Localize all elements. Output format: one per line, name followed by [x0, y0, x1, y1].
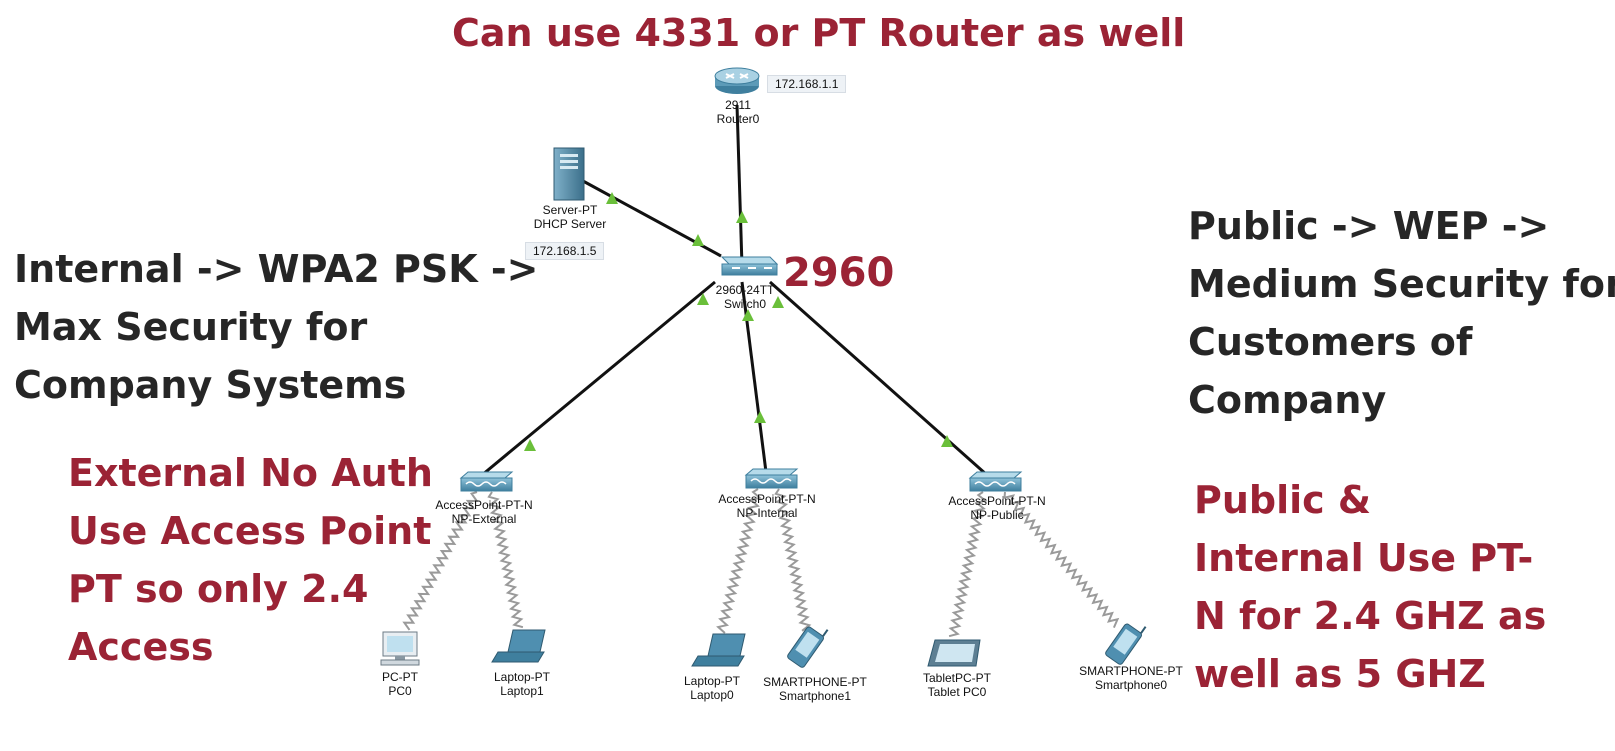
- link-up-triangle: [772, 296, 784, 308]
- note-pt-n-line-1: Public &: [1194, 478, 1372, 522]
- laptop-icon[interactable]: [691, 633, 746, 667]
- switch-label: 2960-24TT Switch0: [716, 283, 775, 311]
- smartphone-icon[interactable]: [1104, 616, 1147, 665]
- laptop1-model: Laptop-PT: [493, 670, 551, 684]
- laptop0-label: Laptop-PT Laptop0: [684, 674, 740, 702]
- smartphone-icon[interactable]: [786, 619, 829, 668]
- smartphone0-name: Smartphone0: [1094, 678, 1168, 692]
- link-up-triangle: [524, 439, 536, 451]
- tabletpc0-label: TabletPC-PT Tablet PC0: [923, 671, 991, 699]
- laptop0-model: Laptop-PT: [683, 674, 741, 688]
- router-ip-label: 172.168.1.1: [767, 75, 847, 93]
- pc0-model: PC-PT: [382, 670, 418, 684]
- laptop-icon[interactable]: [491, 629, 546, 663]
- smartphone1-label: SMARTPHONE-PT Smartphone1: [763, 675, 867, 703]
- tabletpc0-model: TabletPC-PT: [922, 671, 992, 685]
- pc-icon[interactable]: [380, 631, 420, 666]
- switch-model: 2960-24TT: [715, 283, 775, 297]
- ap-external-name: NP-External: [451, 512, 517, 526]
- router-icon[interactable]: [714, 67, 760, 94]
- link-up-triangle: [697, 293, 709, 305]
- laptop1-label: Laptop-PT Laptop1: [494, 670, 550, 698]
- diagram-title: Can use 4331 or PT Router as well: [452, 11, 1186, 55]
- server-name: DHCP Server: [533, 217, 607, 231]
- wireless-link-laptop0: [716, 488, 762, 634]
- note-internal-line-3: Company Systems: [14, 363, 407, 407]
- note-internal-line-1: Internal -> WPA2 PSK ->: [14, 247, 539, 291]
- wireless-link-pc0: [402, 491, 479, 631]
- ap-internal-name: NP-Internal: [736, 506, 798, 520]
- server-ip-label: 172.168.1.5: [525, 242, 605, 260]
- wireless-link-smartphone1: [774, 488, 812, 632]
- note-external-line-3: PT so only 2.4: [68, 567, 369, 611]
- laptop0-name: Laptop0: [690, 688, 734, 702]
- ap-external-model: AccessPoint-PT-N: [435, 498, 533, 512]
- note-pt-n-line-2: Internal Use PT-: [1194, 536, 1534, 580]
- note-external-line-2: Use Access Point: [68, 509, 432, 553]
- note-external-line-1: External No Auth: [68, 451, 433, 495]
- access-point-icon[interactable]: [744, 468, 799, 489]
- pc0-label: PC-PT PC0: [382, 670, 418, 698]
- link-switch-ap-external: [481, 280, 716, 477]
- server-icon[interactable]: [553, 147, 585, 201]
- switch-name: Switch0: [723, 297, 767, 311]
- pc0-name: PC0: [388, 684, 412, 698]
- wireless-links: [402, 488, 1120, 638]
- access-point-icon[interactable]: [459, 471, 514, 492]
- router-model: 2911: [725, 98, 751, 112]
- smartphone1-model: SMARTPHONE-PT: [763, 675, 867, 689]
- link-up-triangle: [736, 211, 748, 223]
- note-pt-n-line-4: well as 5 GHZ: [1194, 652, 1486, 696]
- link-switch-ap-public: [769, 280, 988, 477]
- wireless-link-tabletpc0: [948, 491, 988, 638]
- server-model: Server-PT: [542, 203, 598, 217]
- wireless-link-laptop1: [487, 491, 524, 629]
- ap-public-name: NP-Public: [970, 508, 1024, 522]
- link-up-triangle: [754, 411, 766, 423]
- note-public-line-2: Medium Security for: [1188, 262, 1615, 306]
- ap-internal-label: AccessPoint-PT-N NP-Internal: [718, 492, 815, 520]
- link-up-triangle: [606, 192, 618, 204]
- router-label: 2911 Router0: [717, 98, 760, 126]
- link-up-triangle: [692, 234, 704, 246]
- ap-external-label: AccessPoint-PT-N NP-External: [435, 498, 532, 526]
- smartphone1-name: Smartphone1: [778, 689, 852, 703]
- switch-model-callout: 2960: [783, 250, 895, 296]
- link-status-indicators: [524, 192, 953, 451]
- smartphone0-label: SMARTPHONE-PT Smartphone0: [1079, 664, 1183, 692]
- ap-public-model: AccessPoint-PT-N: [948, 494, 1046, 508]
- server-label: Server-PT DHCP Server: [534, 203, 606, 231]
- laptop1-name: Laptop1: [500, 684, 544, 698]
- link-up-triangle: [742, 309, 754, 321]
- note-internal-line-2: Max Security for: [14, 305, 368, 349]
- note-public-line-4: Company: [1188, 378, 1387, 422]
- note-public-line-3: Customers of: [1188, 320, 1473, 364]
- tabletpc0-name: Tablet PC0: [927, 685, 987, 699]
- switch-icon[interactable]: [720, 256, 779, 276]
- tablet-icon[interactable]: [927, 639, 981, 667]
- ap-internal-model: AccessPoint-PT-N: [718, 492, 816, 506]
- smartphone0-model: SMARTPHONE-PT: [1079, 664, 1183, 678]
- wireless-link-smartphone0: [1003, 491, 1120, 628]
- link-router-switch: [735, 104, 744, 267]
- ap-public-label: AccessPoint-PT-N NP-Public: [948, 494, 1045, 522]
- link-up-triangle: [941, 435, 953, 447]
- note-pt-n-line-3: N for 2.4 GHZ as: [1194, 594, 1547, 638]
- router-name: Router0: [716, 112, 760, 126]
- note-external-line-4: Access: [68, 625, 214, 669]
- access-point-icon[interactable]: [968, 471, 1023, 492]
- note-public-line-1: Public -> WEP ->: [1188, 204, 1550, 248]
